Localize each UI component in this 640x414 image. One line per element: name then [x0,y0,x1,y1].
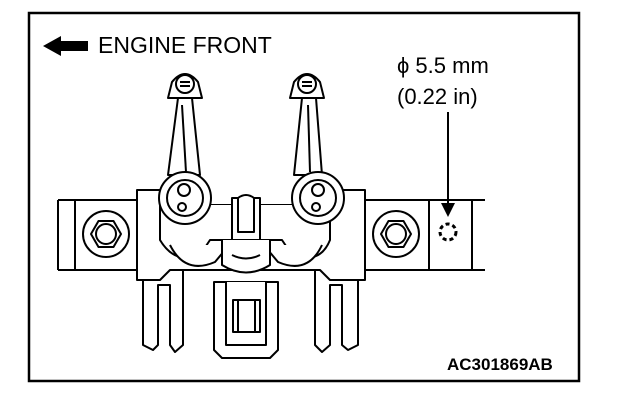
diagram-frame [27,11,581,383]
engine-front-label: ENGINE FRONT [98,32,272,58]
dotted-circle-icon [438,222,458,242]
reference-code: AC301869AB [447,355,553,374]
hole-diameter-mm: ϕ 5.5 mm [397,53,489,78]
left-block [58,199,76,271]
hex-bolt-icon [372,210,420,258]
hex-bolt-icon [82,210,130,258]
hole-diameter-in: (0.22 in) [397,84,478,109]
cylinder-head-assembly [57,73,485,359]
leader-arrowhead [441,203,455,217]
left-arrow-icon [43,36,88,56]
